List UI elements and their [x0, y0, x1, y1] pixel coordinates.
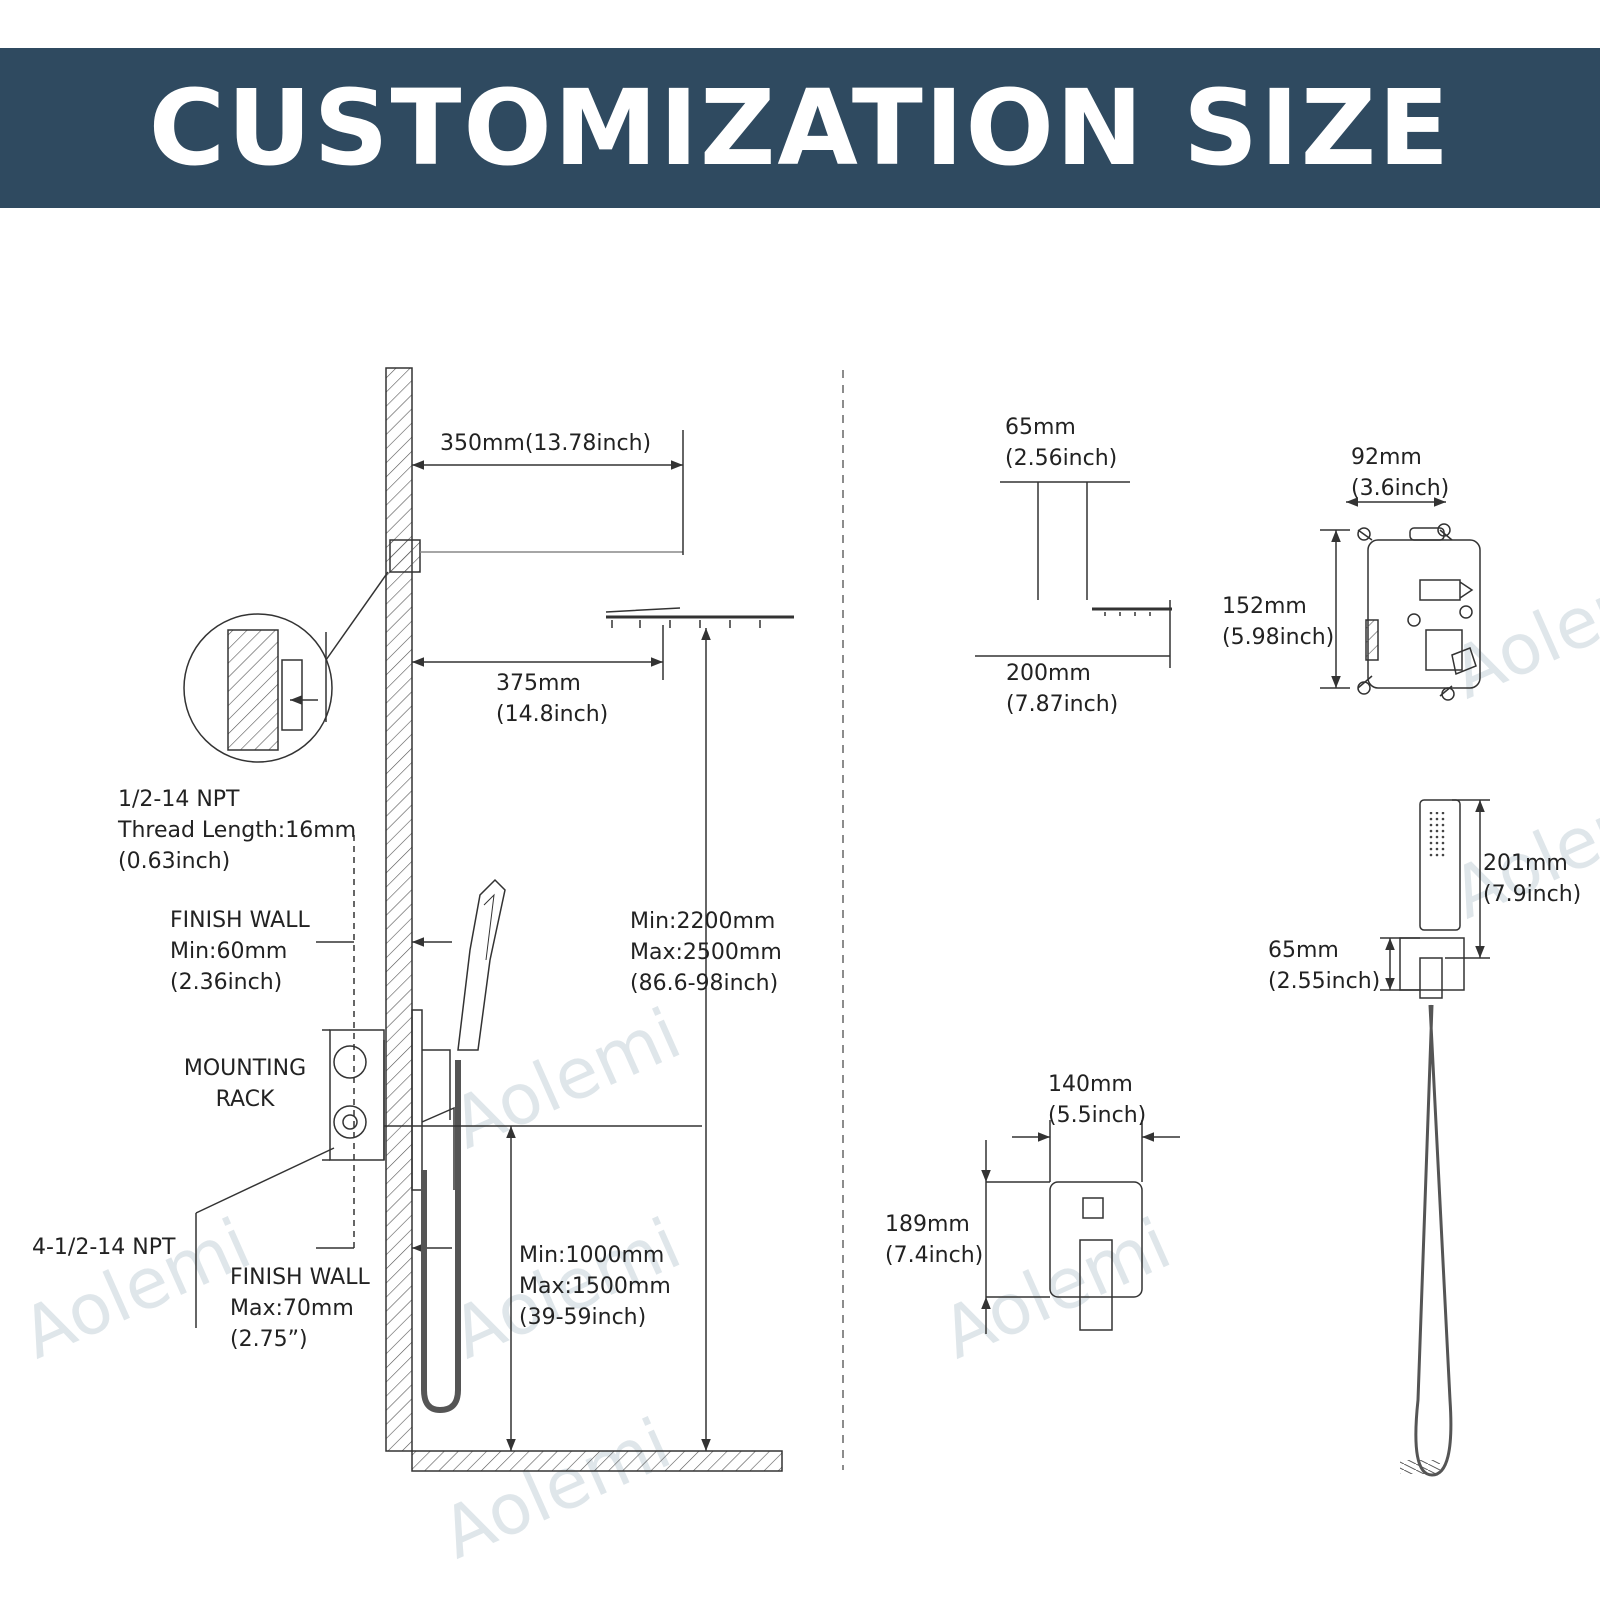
- page-title: CUSTOMIZATION SIZE: [148, 67, 1452, 189]
- finish-wall-min-3: (2.36inch): [170, 970, 283, 995]
- trim-height-in: (7.4inch): [885, 1243, 984, 1268]
- trim-handle: [1079, 1239, 1113, 1331]
- valve-width-in: (3.6inch): [1351, 476, 1450, 501]
- wall: [385, 367, 413, 1452]
- finish-wall-max-3: (2.75”): [230, 1327, 308, 1352]
- handheld-length-in: (7.9inch): [1483, 882, 1582, 907]
- finish-wall-max-1: FINISH WALL: [230, 1265, 370, 1290]
- head-thickness-mm: 65mm: [1005, 415, 1076, 440]
- valve-body: [1367, 539, 1481, 689]
- trim-width-in: (5.5inch): [1048, 1103, 1147, 1128]
- trim-plate: [1049, 1181, 1143, 1298]
- handheld-hose: [1414, 1004, 1453, 1477]
- npt-top-line1: 1/2-14 NPT: [118, 787, 240, 812]
- valve-width-mm: 92mm: [1351, 445, 1422, 470]
- hose: [421, 1060, 461, 1414]
- valve-height-r-in: (5.98inch): [1222, 625, 1335, 650]
- dim-head-offset-mm: 375mm: [496, 671, 581, 696]
- finish-wall-min-2: Min:60mm: [170, 939, 288, 964]
- mounting-rack-label-1: MOUNTING: [183, 1056, 307, 1081]
- head-thickness-in: (2.56inch): [1005, 446, 1118, 471]
- valve-height-max: Max:1500mm: [519, 1274, 671, 1299]
- npt-top-line3: (0.63inch): [118, 849, 231, 874]
- valve-height-min: Min:1000mm: [519, 1243, 665, 1268]
- finish-wall-min-1: FINISH WALL: [170, 908, 310, 933]
- handheld-length-mm: 201mm: [1483, 851, 1568, 876]
- mounting-rack-label-2: RACK: [215, 1087, 275, 1112]
- npt-bottom: 4-1/2-14 NPT: [32, 1235, 176, 1260]
- valve-height-in: (39-59inch): [519, 1305, 647, 1330]
- holder-height-mm: 65mm: [1268, 938, 1339, 963]
- detail-circle: [183, 613, 333, 763]
- hand-shower: [457, 878, 506, 1051]
- valve-height-r-mm: 152mm: [1222, 594, 1307, 619]
- finish-wall-max-2: Max:70mm: [230, 1296, 354, 1321]
- handheld: [1419, 799, 1461, 931]
- dim-head-offset-in: (14.8inch): [496, 702, 609, 727]
- head-width-in: (7.87inch): [1006, 692, 1119, 717]
- head-height-in: (86.6-98inch): [630, 971, 779, 996]
- npt-top-line2: Thread Length:16mm: [118, 818, 357, 843]
- head-height-max: Max:2500mm: [630, 940, 782, 965]
- title-banner: CUSTOMIZATION SIZE: [0, 48, 1600, 208]
- mounting-rack: [329, 1029, 385, 1161]
- dim-top-arm: 350mm(13.78inch): [440, 431, 652, 456]
- holder: [1399, 937, 1465, 991]
- floor: [411, 1450, 783, 1472]
- head-height-min: Min:2200mm: [630, 909, 776, 934]
- trim-height-mm: 189mm: [885, 1212, 970, 1237]
- trim-width-mm: 140mm: [1048, 1072, 1133, 1097]
- holder-height-in: (2.55inch): [1268, 969, 1381, 994]
- head-width-mm: 200mm: [1006, 661, 1091, 686]
